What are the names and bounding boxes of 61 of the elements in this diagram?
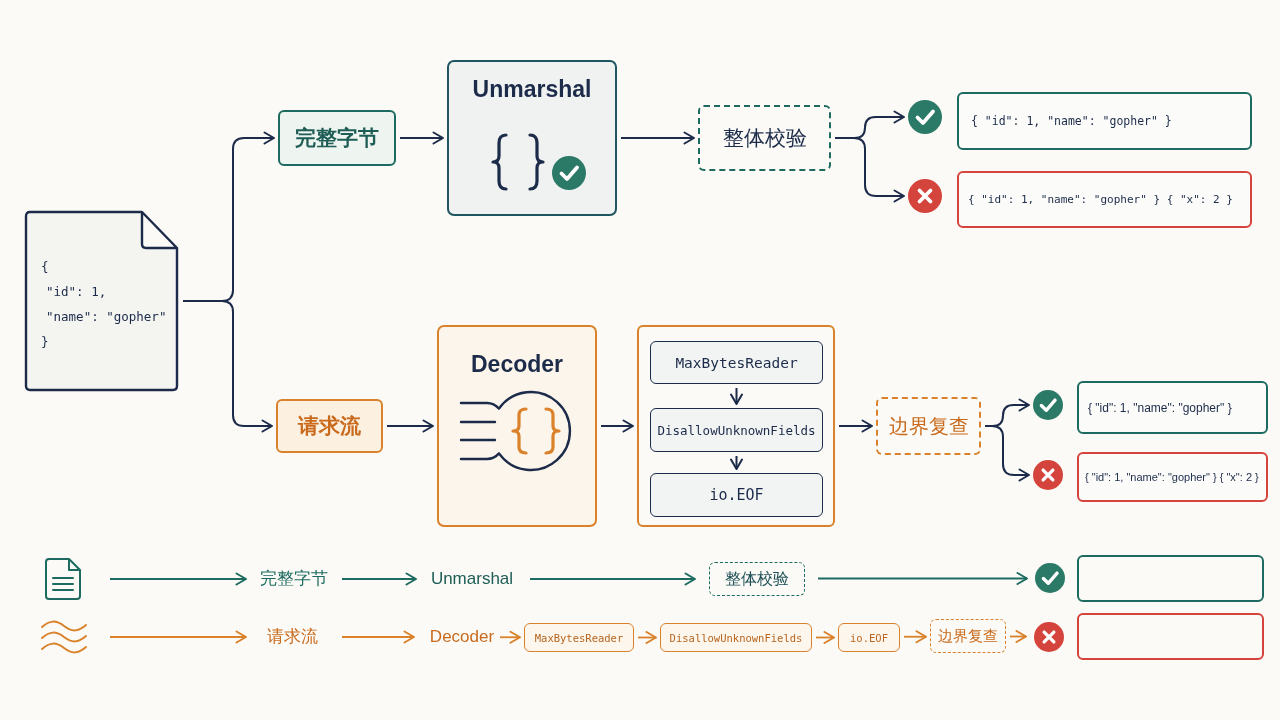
waves-icon — [40, 620, 88, 654]
dashed-box: 整体校验 — [709, 562, 805, 596]
step-label: Unmarshal — [430, 566, 514, 592]
code-line: "name": "gopher" — [46, 308, 167, 325]
arrow — [838, 419, 873, 433]
dashed-box: 边界复查 — [930, 619, 1006, 653]
arrow — [637, 631, 657, 644]
cross-icon — [908, 179, 942, 213]
code-line: "id": 1, — [46, 283, 107, 300]
dashed-box: 整体校验 — [698, 105, 831, 171]
step-label: 完整字节 — [260, 566, 328, 592]
process-box: 完整字节 — [278, 110, 396, 166]
arrow — [399, 131, 444, 145]
arrow — [182, 300, 273, 433]
arrow — [834, 137, 905, 203]
empty-box — [1077, 555, 1264, 602]
cross-icon — [1034, 622, 1064, 652]
dashed-box: 边界复查 — [876, 397, 981, 455]
code-box: { "id": 1, "name": "gopher" } — [957, 92, 1252, 150]
arrow — [815, 631, 835, 644]
document-icon — [44, 557, 82, 601]
arrow — [817, 572, 1028, 585]
arrow — [600, 419, 634, 433]
code-box: { "id": 1, "name": "gopher" } { "x": 2 } — [957, 171, 1252, 228]
arrow — [903, 630, 927, 644]
arrow — [730, 455, 743, 470]
process-box — [437, 325, 597, 527]
process-box: 请求流 — [276, 399, 383, 453]
code-box: { "id": 1, "name": "gopher" } — [1077, 381, 1268, 434]
arrow — [1009, 630, 1027, 643]
arrow — [984, 425, 1030, 482]
arrow — [730, 387, 743, 405]
arrow — [499, 630, 521, 644]
process-box: MaxBytesReader — [650, 341, 823, 384]
arrow — [109, 630, 247, 644]
arrow — [620, 131, 695, 145]
check-icon — [1033, 390, 1063, 420]
cross-icon — [1033, 460, 1063, 490]
step-label: 请求流 — [262, 624, 322, 650]
check-icon — [908, 100, 942, 134]
arrow — [341, 630, 415, 644]
step-label: Decoder — [428, 624, 496, 650]
check-icon — [1035, 563, 1065, 593]
code-line: } — [41, 333, 49, 350]
arrow — [529, 572, 696, 586]
arrow — [341, 572, 417, 586]
process-box: DisallowUnknownFields — [650, 408, 823, 452]
process-box: MaxBytesReader — [524, 623, 634, 652]
code-box: { "id": 1, "name": "gopher" } { "x": 2 } — [1077, 452, 1268, 502]
box-title: Decoder — [471, 351, 563, 379]
group-box — [637, 325, 835, 527]
empty-box — [1077, 613, 1264, 660]
document-card — [24, 210, 179, 392]
arrow — [109, 572, 247, 586]
process-box — [447, 60, 617, 216]
process-box: io.EOF — [650, 473, 823, 517]
arrow — [386, 419, 434, 433]
process-box: io.EOF — [838, 623, 900, 652]
box-title: Unmarshal — [472, 76, 592, 104]
process-box: DisallowUnknownFields — [660, 623, 812, 652]
code-line: { — [41, 258, 49, 275]
